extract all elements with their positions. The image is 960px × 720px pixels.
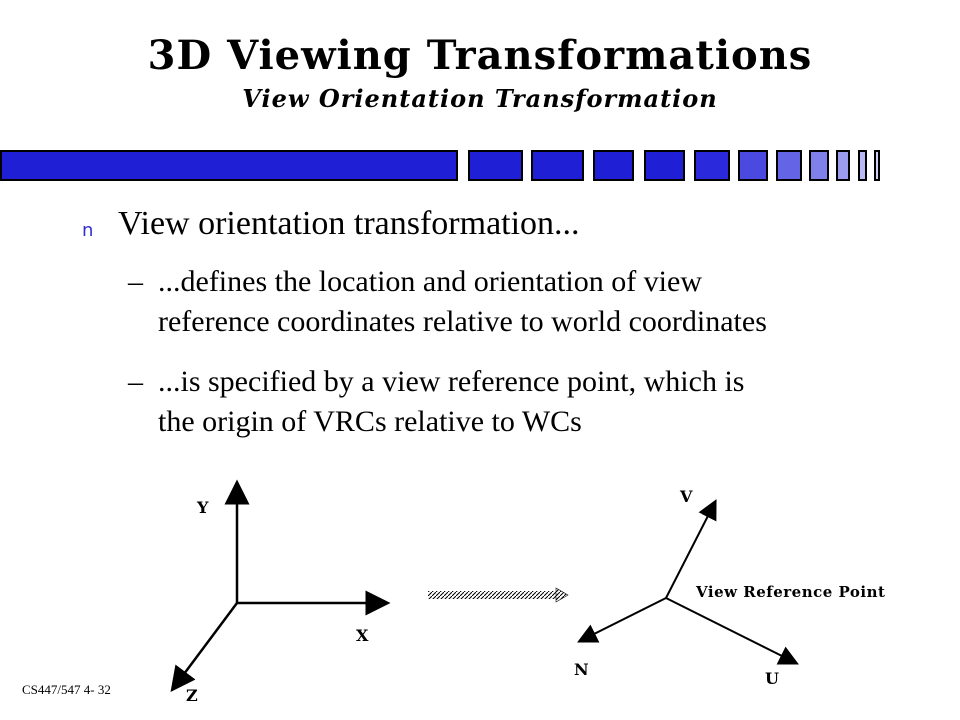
sub-bullet-line: ...is specified by a view reference poin… xyxy=(158,365,745,398)
bar-segment xyxy=(0,150,458,181)
slide-title: 3D Viewing Transformations xyxy=(147,32,813,79)
transform-arrow-shaft xyxy=(428,591,558,599)
bar-segment xyxy=(776,150,802,181)
sub-bullet-line: reference coordinates relative to world … xyxy=(158,305,767,338)
sub-bullet-dash: – xyxy=(128,365,143,398)
sub-bullet-dash: – xyxy=(128,265,143,298)
transform-arrow-head xyxy=(555,587,569,603)
bar-segment xyxy=(874,150,880,181)
bar-segment xyxy=(531,150,584,181)
main-bullet-text: View orientation transformation... xyxy=(118,205,580,242)
bullet-marker: n xyxy=(82,220,94,241)
bar-segment xyxy=(593,150,634,181)
bar-segment xyxy=(468,150,523,181)
bar-segment xyxy=(694,150,730,181)
sub-bullet-text: ...is specified by a view reference poin… xyxy=(158,362,958,442)
bar-segment xyxy=(809,150,829,181)
bar-segment xyxy=(836,150,850,181)
bar-segment xyxy=(644,150,685,181)
sub-bullet-line: the origin of VRCs relative to WCs xyxy=(158,405,582,438)
view-u-label: U xyxy=(765,669,779,688)
view-n-axis xyxy=(577,597,667,643)
sub-bullet-line: ...defines the location and orientation … xyxy=(158,265,702,298)
view-u-axis xyxy=(665,597,799,665)
bar-segment xyxy=(858,150,867,181)
view-n-label: N xyxy=(574,660,589,679)
world-z-axis xyxy=(170,602,239,693)
slide-subtitle: View Orientation Transformation xyxy=(242,84,718,113)
view-v-axis xyxy=(665,499,717,599)
view-v-label: V xyxy=(680,487,693,506)
bar-segment xyxy=(738,150,768,181)
sub-bullet-text: ...defines the location and orientation … xyxy=(158,262,958,342)
world-y-label: Y xyxy=(197,498,209,517)
slide-footer: CS447/547 4- 32 xyxy=(22,682,111,697)
world-z-label: Z xyxy=(186,686,198,705)
world-x-label: X xyxy=(356,626,369,645)
view-reference-point-label: View Reference Point xyxy=(696,583,886,601)
